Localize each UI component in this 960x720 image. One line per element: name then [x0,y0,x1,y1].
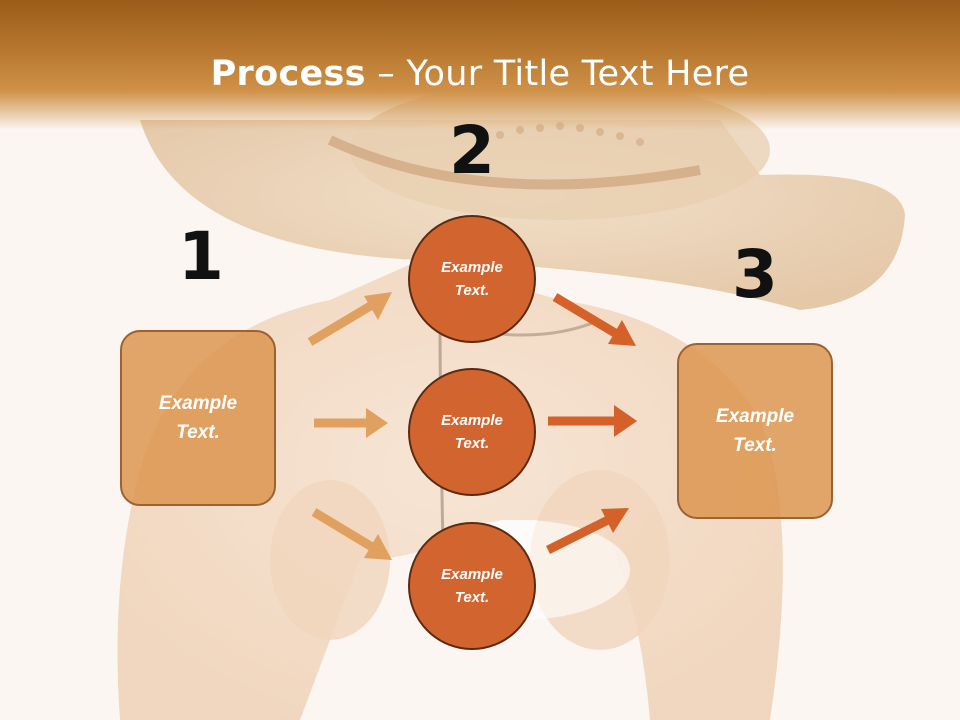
circle-top-text: Example Text. [441,259,503,299]
arrow-left-middle [314,408,388,438]
step-number-1: 1 [178,218,224,295]
title-rest: – Your Title Text Here [365,54,750,94]
slide-title: Process – Your Title Text Here [0,52,960,96]
step-number-2: 2 [449,112,495,189]
step-1-text: Example Text. [158,393,238,443]
step-number-3: 3 [732,236,778,313]
arrow-right-bottom [545,508,629,555]
arrow-right-top [552,293,636,346]
circle-middle-text: Example Text. [441,412,503,452]
step-1-box: Example Text. [120,330,276,506]
circle-bottom-text: Example Text. [441,566,503,606]
title-band [0,0,960,130]
arrow-left-bottom [311,508,392,560]
step-3-text: Example Text. [715,406,795,456]
step-2-circle-top: Example Text. [408,215,536,343]
arrow-left-top [307,292,392,346]
step-2-circle-bottom: Example Text. [408,522,536,650]
step-2-circle-middle: Example Text. [408,368,536,496]
step-3-box: Example Text. [677,343,833,519]
title-bold: Process [210,54,366,94]
arrow-right-middle [548,405,637,437]
